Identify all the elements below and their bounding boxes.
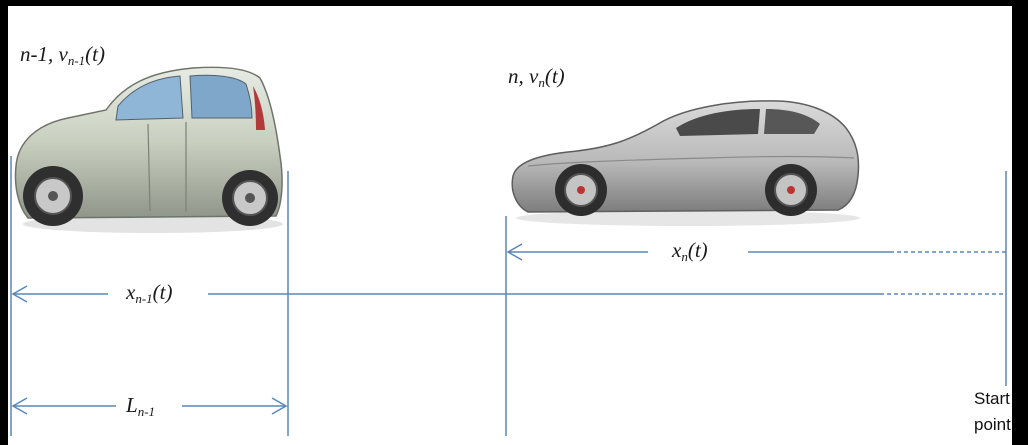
label-car-front: n, vn(t) (508, 64, 565, 90)
label-car-rear: n-1, vn-1(t) (20, 42, 105, 68)
label-x-rear-tail: (t) (152, 280, 173, 304)
x-front-arrow (506, 243, 1006, 261)
label-car-rear-sub: n-1 (67, 53, 86, 68)
sports-car-icon (511, 100, 860, 226)
length-rear-arrow (11, 397, 288, 415)
label-x-front-main: x (672, 238, 682, 262)
label-x-front-sub: n (681, 249, 688, 264)
label-x-rear-sub: n-1 (135, 291, 153, 306)
label-car-front-main: n, v (508, 64, 539, 88)
label-length-rear-sub: n-1 (137, 404, 156, 419)
label-car-rear-tail: (t) (85, 42, 105, 66)
label-x-front: xn(t) (672, 238, 708, 264)
label-car-front-sub: n (538, 75, 545, 90)
label-car-front-tail: (t) (544, 64, 565, 88)
x-rear-arrow (11, 285, 1006, 303)
label-car-rear-main: n-1, v (20, 42, 68, 66)
start-point-line2: point (974, 415, 1011, 434)
label-length-rear: Ln-1 (126, 393, 156, 419)
diagram-lines (10, 66, 1007, 436)
label-x-rear: xn-1(t) (126, 280, 173, 306)
start-point-line1: Start (974, 389, 1010, 408)
start-point-label: Start point (974, 386, 1011, 438)
label-x-front-tail: (t) (687, 238, 708, 262)
label-length-rear-main: L (126, 393, 138, 417)
diagram-canvas: n-1, vn-1(t) n, vn(t) xn(t) xn-1(t) Ln-1… (8, 6, 1012, 445)
label-x-rear-main: x (126, 280, 136, 304)
hatchback-car-icon (14, 66, 283, 233)
